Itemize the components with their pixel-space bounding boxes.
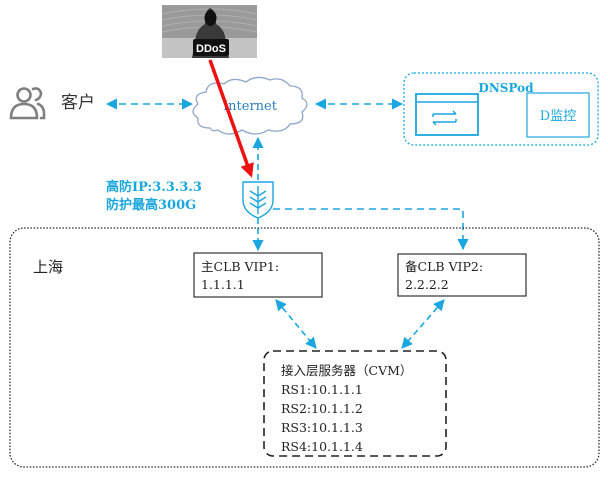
- dnspod-title: DNSPod: [478, 81, 534, 95]
- anti-ddos-info: 高防IP:3.3.3.3 防护最高300G: [106, 179, 202, 213]
- clb-backup-title: 备CLB VIP2:: [405, 259, 483, 274]
- client-label: 客户: [61, 93, 95, 112]
- server-item: RS2:10.1.1.2: [281, 401, 363, 416]
- access-layer-servers: 接入层服务器（CVM） RS1:10.1.1.1 RS2:10.1.1.2 RS…: [263, 350, 447, 457]
- region-label: 上海: [33, 259, 63, 276]
- clb-backup-ip: 2.2.2.2: [405, 277, 449, 292]
- region-shanghai-boundary: [9, 227, 600, 468]
- clb-primary-ip: 1.1.1.1: [201, 277, 245, 292]
- anti-ddos-capacity: 防护最高300G: [106, 197, 196, 213]
- clb-backup-box: 备CLB VIP2: 2.2.2.2: [397, 253, 527, 297]
- internet-label: Internet: [223, 99, 278, 114]
- d-monitor-label: D监控: [540, 109, 576, 124]
- ddos-attacker: DDoS: [161, 5, 258, 58]
- dnspod-group: DNSPod D监控: [403, 72, 599, 146]
- shield-clb-backup-link: [273, 208, 469, 251]
- server-item: RS3:10.1.1.3: [281, 420, 363, 435]
- d-monitor-box: [526, 92, 590, 138]
- clb-backup-server-link: [401, 299, 445, 349]
- users-icon: [9, 87, 46, 120]
- client-node: 客户: [9, 87, 95, 120]
- server-item: RS1:10.1.1.1: [281, 382, 363, 397]
- ddos-label: DDoS: [196, 43, 226, 55]
- switch-arrows-icon: [432, 110, 457, 126]
- ddos-attack-arrow: [208, 59, 254, 178]
- internet-node: Internet: [192, 76, 308, 135]
- shield-icon: [242, 181, 274, 219]
- clb-primary-box: 主CLB VIP1: 1.1.1.1: [193, 252, 323, 298]
- server-item: RS4:10.1.1.4: [281, 439, 363, 454]
- anti-ddos-ip: 高防IP:3.3.3.3: [106, 179, 202, 195]
- clb-primary-title: 主CLB VIP1:: [201, 259, 279, 274]
- servers-title: 接入层服务器（CVM）: [281, 363, 412, 378]
- dns-switch-panel: [415, 93, 479, 136]
- clb-primary-server-link: [275, 299, 317, 349]
